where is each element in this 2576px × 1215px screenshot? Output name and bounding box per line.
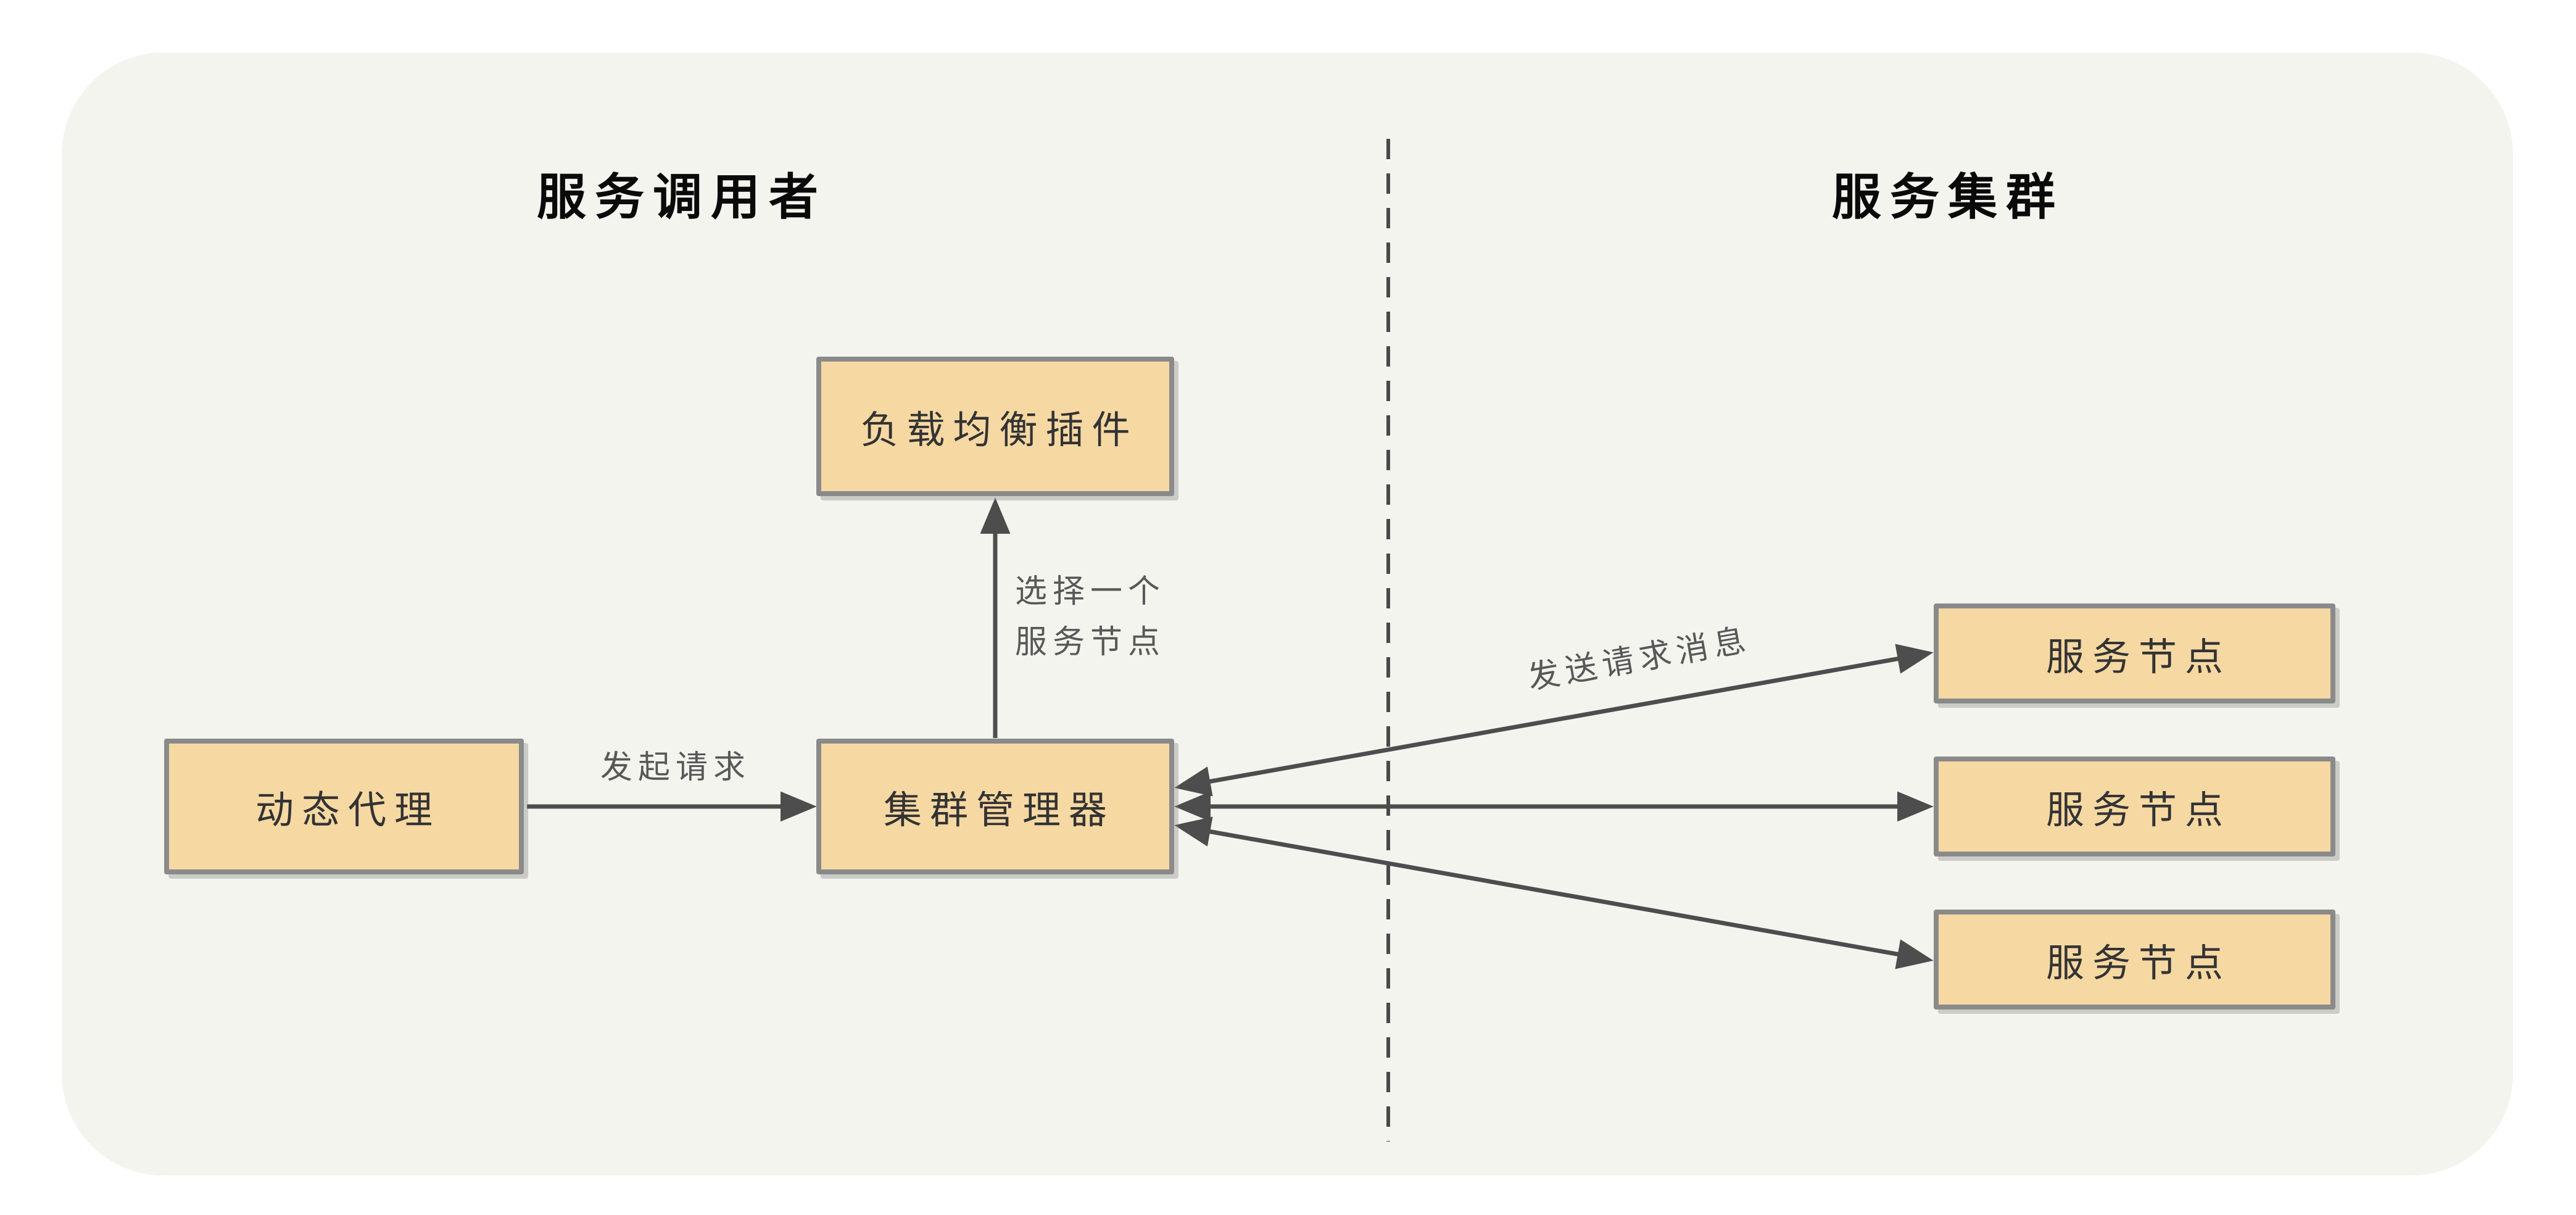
node-service-node-2: 服务节点 <box>1934 757 2335 856</box>
node-service-node-3: 服务节点 <box>1934 910 2335 1010</box>
edge-send-request-line <box>1174 644 1934 797</box>
node-load-balancer-plugin: 负载均衡插件 <box>816 357 1174 496</box>
edge-label-initiate-request: 发起请求 <box>600 750 751 786</box>
node-service-node-1: 服务节点 <box>1934 603 2335 703</box>
edge-service-node-3-line <box>1174 816 1934 969</box>
node-cluster-manager: 集群管理器 <box>816 739 1174 874</box>
section-title-service-caller: 服务调用者 <box>537 170 827 225</box>
node-dynamic-proxy: 动态代理 <box>164 739 524 874</box>
section-title-service-cluster: 服务集群 <box>1832 170 2064 225</box>
edge-label-select-node: 选择一个 服务节点 <box>1015 574 1166 660</box>
